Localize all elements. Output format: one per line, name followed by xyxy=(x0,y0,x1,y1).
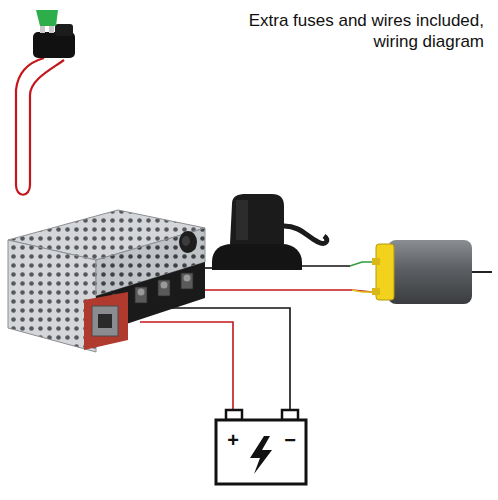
terminal-sign: + xyxy=(223,430,243,450)
terminal-sign: − xyxy=(280,430,300,450)
dc-motor xyxy=(372,240,492,304)
wires xyxy=(120,262,380,412)
spare-fuse-holder xyxy=(16,10,75,195)
title: Extra fuses and wires included, wiring d… xyxy=(212,10,484,52)
battery-symbol xyxy=(216,410,306,484)
motor-speed-controller xyxy=(8,210,205,352)
inline-fuse-holder xyxy=(212,194,327,270)
